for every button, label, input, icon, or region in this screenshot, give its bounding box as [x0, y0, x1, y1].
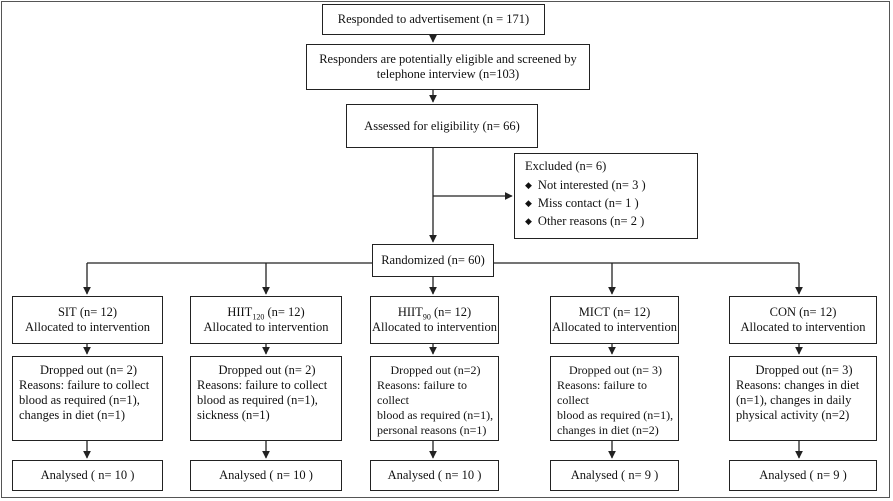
dropout-reason: Reasons: changes in diet [736, 378, 860, 392]
group-hiit90-dropout-box: Dropped out (n=2) Reasons: failure to co… [370, 356, 499, 441]
group-hiit120-allocation-box: HIIT120 (n= 12) Allocated to interventio… [190, 296, 342, 344]
dropout-title: Dropped out (n= 3) [755, 363, 853, 377]
dropout-title: Dropped out (n= 2) [40, 363, 137, 377]
screened-line2: telephone interview (n=103) [376, 67, 520, 81]
dropout-reason: personal reasons (n=1) [377, 423, 487, 437]
screened-line1: Responders are potentially eligible and … [319, 52, 577, 66]
excluded-list: ◆Not interested (n= 3 ) ◆Miss contact (n… [525, 176, 697, 230]
diamond-bullet-icon: ◆ [525, 198, 532, 208]
allocated-text: Allocated to intervention [552, 320, 677, 334]
dropout-title: Dropped out (n= 2) [218, 363, 316, 377]
group-mict-dropout-box: Dropped out (n= 3) Reasons: failure to c… [550, 356, 679, 441]
group-hiit120-dropout-box: Dropped out (n= 2) Reasons: failure to c… [190, 356, 342, 441]
dropout-title: Dropped out (n=2) [390, 363, 481, 377]
group-mict-analysed-box: Analysed ( n= 9 ) [550, 460, 679, 491]
group-heading: HIIT90 (n= 12) [397, 305, 472, 322]
dropout-reason: Reasons: failure to collect [557, 378, 647, 407]
group-heading: MICT (n= 12) [578, 305, 651, 319]
dropout-title: Dropped out (n= 3) [568, 363, 663, 377]
group-sit-allocation-box: SIT (n= 12) Allocated to intervention [12, 296, 163, 344]
dropout-reason: blood as required (n=1), [19, 393, 140, 407]
analysed-text: Analysed ( n= 10 ) [219, 468, 313, 482]
group-hiit90-allocation-box: HIIT90 (n= 12) Allocated to intervention [370, 296, 499, 344]
list-item: ◆Not interested (n= 3 ) [525, 178, 646, 192]
group-hiit90-analysed-box: Analysed ( n= 10 ) [370, 460, 499, 491]
list-item: ◆Miss contact (n= 1 ) [525, 196, 639, 210]
dropout-reason: sickness (n=1) [197, 408, 270, 422]
screened-box: Responders are potentially eligible and … [306, 44, 590, 90]
analysed-text: Analysed ( n= 9 ) [759, 468, 847, 482]
analysed-text: Analysed ( n= 9 ) [570, 468, 659, 482]
allocated-text: Allocated to intervention [372, 320, 497, 334]
allocated-text: Allocated to intervention [25, 320, 150, 334]
list-item: ◆Other reasons (n= 2 ) [525, 214, 645, 228]
responded-text: Responded to advertisement (n = 171) [337, 12, 530, 26]
group-heading: HIIT120 (n= 12) [227, 305, 305, 322]
dropout-reason: physical activity (n=2) [736, 408, 850, 422]
dropout-reason: blood as required (n=1), [557, 408, 674, 422]
analysed-text: Analysed ( n= 10 ) [387, 468, 482, 482]
group-con-allocation-box: CON (n= 12) Allocated to intervention [729, 296, 877, 344]
group-sit-analysed-box: Analysed ( n= 10 ) [12, 460, 163, 491]
group-mict-allocation-box: MICT (n= 12) Allocated to intervention [550, 296, 679, 344]
group-heading: SIT (n= 12) [57, 305, 118, 319]
group-heading: CON (n= 12) [769, 305, 837, 319]
diamond-bullet-icon: ◆ [525, 180, 532, 190]
dropout-reason: changes in diet (n=1) [19, 408, 125, 422]
excluded-title: Excluded (n= 6) [525, 159, 607, 173]
group-sit-dropout-box: Dropped out (n= 2) Reasons: failure to c… [12, 356, 163, 441]
dropout-reason: changes in diet (n=2) [557, 423, 659, 437]
group-con-dropout-box: Dropped out (n= 3) Reasons: changes in d… [729, 356, 877, 441]
randomized-box: Randomized (n= 60) [372, 244, 494, 277]
allocated-text: Allocated to intervention [203, 320, 329, 334]
dropout-reason: (n=1), changes in daily [736, 393, 852, 407]
dropout-reason: Reasons: failure to collect [197, 378, 328, 392]
responded-box: Responded to advertisement (n = 171) [322, 4, 545, 35]
assessed-text: Assessed for eligibility (n= 66) [364, 118, 520, 133]
dropout-reason: Reasons: failure to collect [19, 378, 150, 392]
dropout-reason: blood as required (n=1), [377, 408, 494, 422]
group-hiit120-analysed-box: Analysed ( n= 10 ) [190, 460, 342, 491]
dropout-reason: Reasons: failure to collect [377, 378, 467, 407]
diamond-bullet-icon: ◆ [525, 216, 532, 226]
analysed-text: Analysed ( n= 10 ) [40, 468, 135, 482]
allocated-text: Allocated to intervention [740, 320, 866, 334]
group-con-analysed-box: Analysed ( n= 9 ) [729, 460, 877, 491]
assessed-box: Assessed for eligibility (n= 66) [346, 104, 538, 148]
excluded-box: Excluded (n= 6) ◆Not interested (n= 3 ) … [514, 153, 698, 239]
dropout-reason: blood as required (n=1), [197, 393, 318, 407]
randomized-text: Randomized (n= 60) [381, 253, 485, 267]
